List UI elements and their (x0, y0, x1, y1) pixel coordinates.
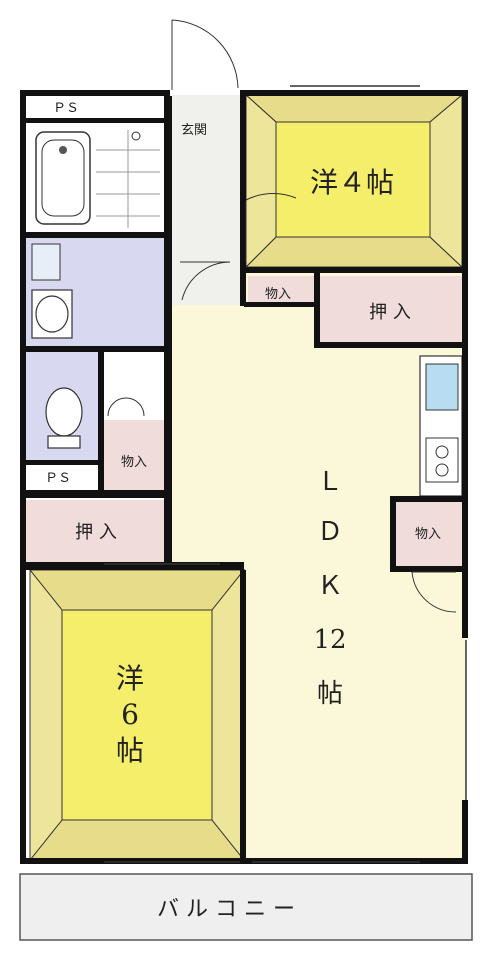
western6-center (61, 609, 213, 821)
western4-frame-r (429, 93, 463, 269)
western4-frame-b (244, 236, 464, 268)
storage-right-floor (396, 500, 462, 566)
label-western6-1: 洋 (116, 662, 144, 695)
label-closet-left: 押 入 (75, 522, 117, 543)
storage-mid-floor (104, 420, 166, 490)
label-ldk-l: Ｌ (317, 467, 343, 497)
western6-frame-t (28, 569, 246, 611)
stove-burner-2 (435, 463, 449, 477)
entrance-floor (172, 95, 242, 305)
label-entrance: 玄関 (181, 123, 207, 138)
washbasin (35, 295, 69, 333)
door-swings (107, 19, 457, 613)
label-storage-right: 物入 (415, 527, 441, 542)
windows (104, 85, 467, 863)
shower-head (131, 131, 141, 141)
western4-frame-l (245, 93, 277, 269)
closet-left-floor (26, 500, 166, 562)
western4-center (275, 121, 431, 238)
western6-frame-b (28, 819, 246, 861)
label-ldk-jo: 帖 (317, 679, 343, 709)
bath-tiles (96, 130, 160, 228)
label-balcony: バ ル コ ニ ー (157, 897, 295, 922)
western6-frame-r (211, 568, 245, 862)
label-closet-top: 押 入 (369, 302, 411, 323)
label-western6-3: 帖 (116, 734, 144, 767)
label-ps-bottom: ＰＳ (45, 471, 71, 486)
western4-frame (244, 94, 464, 123)
balcony-floor (19, 873, 473, 941)
washing-machine-space (31, 243, 61, 281)
toilet-bowl (45, 387, 83, 437)
bathtub-drain (59, 146, 67, 154)
closet-top-floor (318, 276, 462, 342)
label-western4: 洋４帖 (310, 166, 394, 199)
toilet-tank (47, 435, 81, 449)
kitchen-sink (425, 363, 459, 411)
stove-burner-1 (435, 445, 449, 459)
stove (425, 437, 459, 483)
label-ldk-d: Ｄ (317, 517, 343, 547)
label-storage-small-top: 物入 (265, 287, 291, 302)
walls (20, 90, 468, 864)
western6-frame-l (29, 568, 63, 862)
label-ps-top: ＰＳ (53, 101, 79, 116)
storage-small-top-floor (248, 276, 318, 306)
bathtub-inner (41, 139, 85, 217)
label-western6-2: 6 (121, 698, 139, 731)
label-ldk-k: Ｋ (317, 571, 343, 601)
label-storage-mid: 物入 (121, 455, 147, 470)
label-ldk-num: 12 (313, 625, 346, 655)
